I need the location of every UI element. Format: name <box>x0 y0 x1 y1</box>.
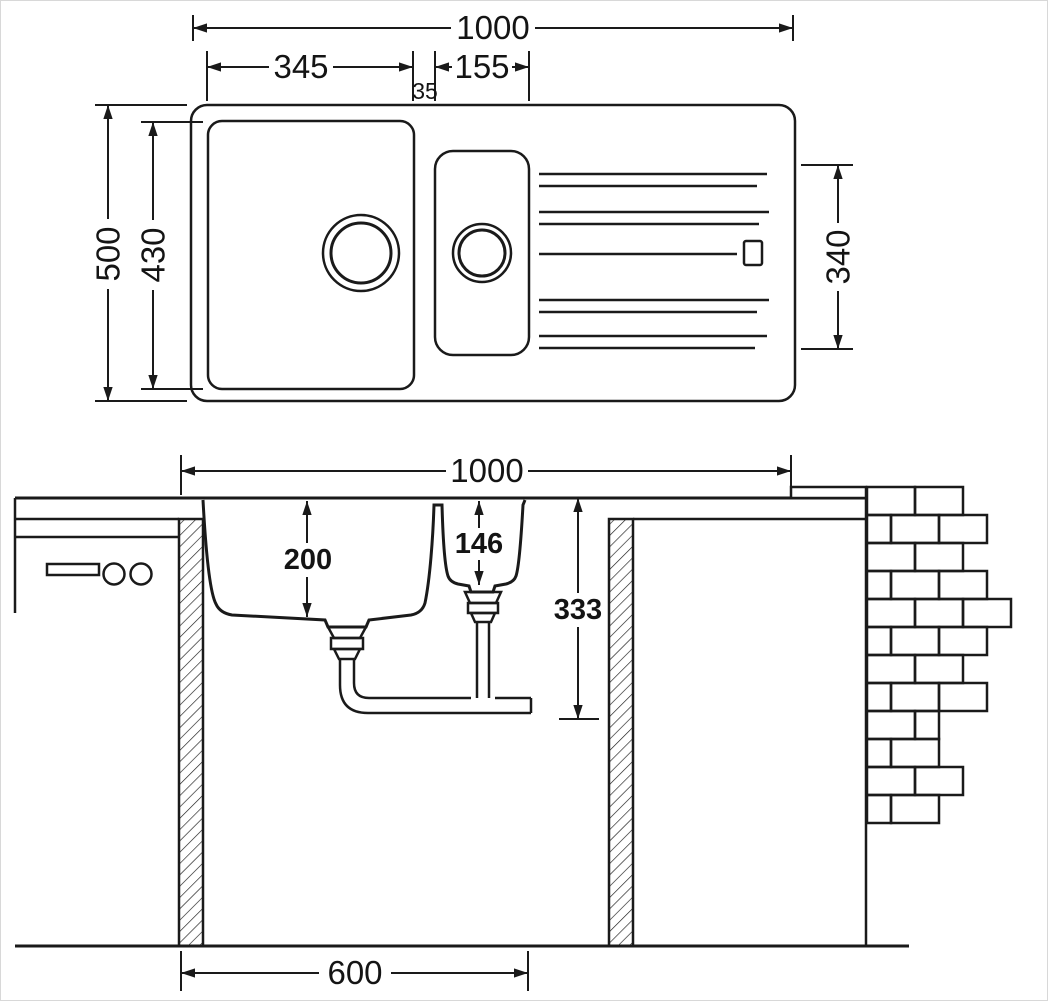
appliance-handle <box>45 562 101 577</box>
cabinet-wall-right-hatch <box>607 517 635 948</box>
dim-label-333: 333 <box>554 594 602 626</box>
dim-bowl-length: 430 <box>135 121 203 390</box>
counter-end-slab <box>789 485 868 500</box>
dim-label-146: 146 <box>455 528 503 560</box>
waste-pipe-outer <box>338 659 531 715</box>
brick <box>889 793 941 825</box>
brick <box>913 597 965 629</box>
dim-half-bowl-width: 155 <box>434 48 530 101</box>
brick <box>889 513 941 545</box>
plan-view: 1000 345 155 35 500 <box>90 9 857 403</box>
section-view: 1000 <box>13 452 1013 991</box>
dim-plan-overall-width: 1000 <box>192 9 794 46</box>
main-waste-assembly <box>325 625 533 715</box>
brick-wall <box>864 485 1013 946</box>
dim-label-35: 35 <box>412 78 438 104</box>
brick <box>865 793 893 825</box>
dim-half-bowl-depth: 146 <box>455 501 503 585</box>
half-waste-assembly <box>463 590 503 698</box>
main-bowl <box>206 119 416 391</box>
appliance-knob-icon <box>102 562 126 586</box>
brick <box>913 709 941 741</box>
brick <box>937 513 989 545</box>
dim-main-bowl-width: 345 <box>206 48 414 101</box>
dim-label-600: 600 <box>327 954 382 991</box>
brick <box>865 653 917 685</box>
brick <box>865 625 893 657</box>
half-drain-icon <box>451 222 513 284</box>
brick <box>889 569 941 601</box>
brick <box>937 569 989 601</box>
brick <box>913 653 965 685</box>
appliance-knob-icon <box>129 562 153 586</box>
dim-waste-depth: 333 <box>554 498 602 720</box>
brick <box>913 541 965 573</box>
sink-bowls-profile <box>201 499 527 629</box>
brick <box>865 569 893 601</box>
waste-pipe-inner <box>352 659 471 700</box>
brick <box>865 681 893 713</box>
dim-overall-depth: 500 <box>90 104 187 402</box>
brick <box>889 625 941 657</box>
dim-label-1000-top: 1000 <box>456 9 529 46</box>
brick <box>913 485 965 517</box>
brick <box>865 513 893 545</box>
cabinet-wall-left-hatch <box>177 517 205 948</box>
main-drain-inner-icon <box>329 221 393 285</box>
dim-label-430: 430 <box>135 227 172 282</box>
brick <box>865 541 917 573</box>
brick <box>865 765 917 797</box>
dim-cabinet-width: 600 <box>180 951 529 991</box>
dim-section-overall-width: 1000 <box>180 452 792 495</box>
brick <box>865 485 917 517</box>
dim-label-200: 200 <box>284 544 332 576</box>
half-drain-inner-icon <box>457 228 507 278</box>
sink-outline <box>189 103 797 403</box>
overflow-slot <box>742 239 764 267</box>
dim-label-500: 500 <box>90 226 127 281</box>
brick <box>937 681 989 713</box>
brick <box>937 625 989 657</box>
dim-label-340: 340 <box>820 229 857 284</box>
dim-label-1000-section: 1000 <box>450 452 523 489</box>
dim-drainer-length: 340 <box>801 164 857 350</box>
half-bowl <box>433 149 531 357</box>
main-drain-icon <box>321 213 401 293</box>
brick <box>865 737 893 769</box>
dim-label-155: 155 <box>454 48 509 85</box>
drainer-grooves <box>539 172 769 350</box>
dim-label-345: 345 <box>273 48 328 85</box>
brick <box>961 597 1013 629</box>
dim-main-bowl-depth: 200 <box>284 501 332 617</box>
brick <box>889 737 941 769</box>
brick <box>865 709 917 741</box>
brick <box>913 765 965 797</box>
brick <box>889 681 941 713</box>
brick <box>865 597 917 629</box>
